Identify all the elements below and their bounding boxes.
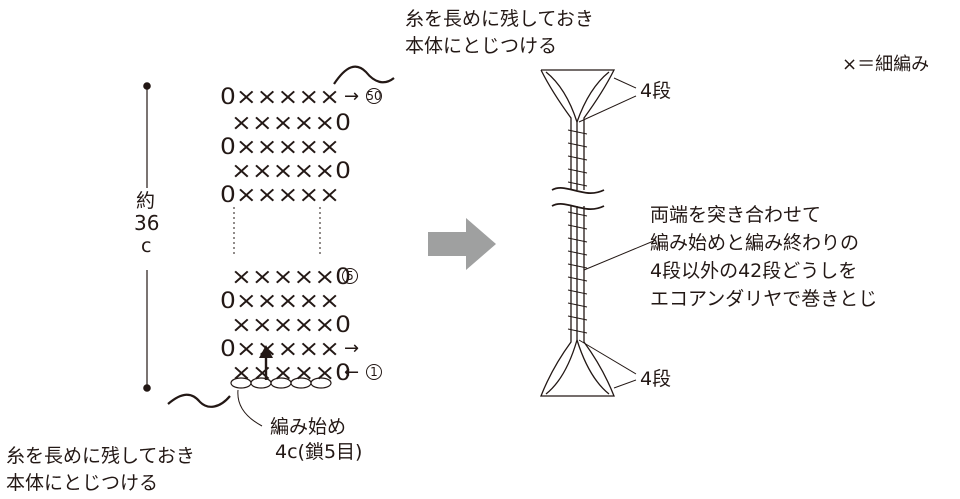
- direction-up-arrow: [259, 345, 273, 380]
- segment-label-bottom: 4段: [640, 368, 672, 390]
- row-number: 50: [366, 89, 381, 103]
- whip-stitch: [567, 224, 588, 230]
- row-number-circle: [366, 88, 382, 104]
- right-arrow-icon: →: [344, 338, 359, 359]
- row-number-circle: [366, 364, 382, 380]
- whip-stitch: [567, 129, 588, 135]
- start-label-line-2: 4c(鎖5目): [275, 441, 363, 463]
- row-number: 1: [370, 365, 378, 379]
- whip-stitch: [567, 211, 588, 217]
- whip-stitch: [567, 315, 588, 321]
- chart-row: 0×××××: [220, 135, 340, 160]
- chart-row: ×××××0: [231, 265, 351, 290]
- whip-stitch: [567, 289, 588, 295]
- length-dimension: [143, 82, 151, 392]
- top-yarn-tail: [333, 65, 395, 85]
- chart-row: ×××××0: [231, 159, 351, 184]
- start-leader-line: [237, 389, 263, 427]
- bottom-yarn-tail: [167, 393, 231, 408]
- bottom-note-line-1: 糸を長めに残しておき: [6, 445, 195, 467]
- chart-row: ×××××0: [231, 361, 351, 386]
- chart-row: 0×××××: [220, 289, 340, 314]
- whip-stitch: [567, 302, 588, 308]
- row-number: 5: [346, 269, 354, 283]
- stitch-chart: 0×××××→50×××××00××××××××××00××××××××××05…: [220, 85, 382, 386]
- finished-strap: [540, 69, 657, 397]
- segment-label-top: 4段: [640, 80, 672, 102]
- right-arrow-icon: →: [344, 86, 359, 107]
- whip-stitch: [567, 263, 588, 269]
- length-label-line-1: 約: [136, 190, 156, 212]
- instruction-line-3: 4段以外の42段どうしを: [650, 260, 858, 282]
- whip-stitch: [567, 181, 588, 187]
- whip-stitch: [567, 142, 588, 148]
- instruction-line-1: 両端を突き合わせて: [650, 204, 822, 226]
- left-arrow-icon: ←: [344, 362, 359, 383]
- chart-row: 0×××××: [220, 337, 340, 362]
- top-note-line-1: 糸を長めに残しておき: [405, 8, 594, 30]
- length-label-line-2: 36: [134, 211, 160, 235]
- instruction-line-4: エコアンダリヤで巻きとじ: [650, 288, 878, 310]
- bottom-note-line-2: 本体にとじつける: [6, 472, 159, 494]
- instruction-line-2: 編み始めと編み終わりの: [650, 232, 860, 254]
- row-number-circle: [342, 268, 358, 284]
- whip-stitches: [567, 129, 588, 334]
- whip-stitch: [567, 328, 588, 334]
- foundation-chain: [230, 377, 332, 389]
- whip-stitch: [567, 155, 588, 161]
- chart-row: ×××××0: [231, 111, 351, 136]
- whip-stitch: [567, 250, 588, 256]
- chart-row: 0×××××: [220, 183, 340, 208]
- whip-stitch: [567, 237, 588, 243]
- legend: ×＝細編み: [842, 54, 930, 75]
- length-label-line-3: c: [141, 235, 152, 257]
- transform-arrow: [428, 218, 496, 270]
- chart-row: 0×××××: [220, 85, 340, 110]
- chart-row: ×××××0: [231, 313, 351, 338]
- start-label-line-1: 編み始め: [270, 416, 347, 438]
- omitted-rows-lines: [233, 207, 321, 256]
- top-note-line-2: 本体にとじつける: [405, 35, 558, 57]
- whip-stitch: [567, 168, 588, 174]
- whip-stitch: [567, 276, 588, 282]
